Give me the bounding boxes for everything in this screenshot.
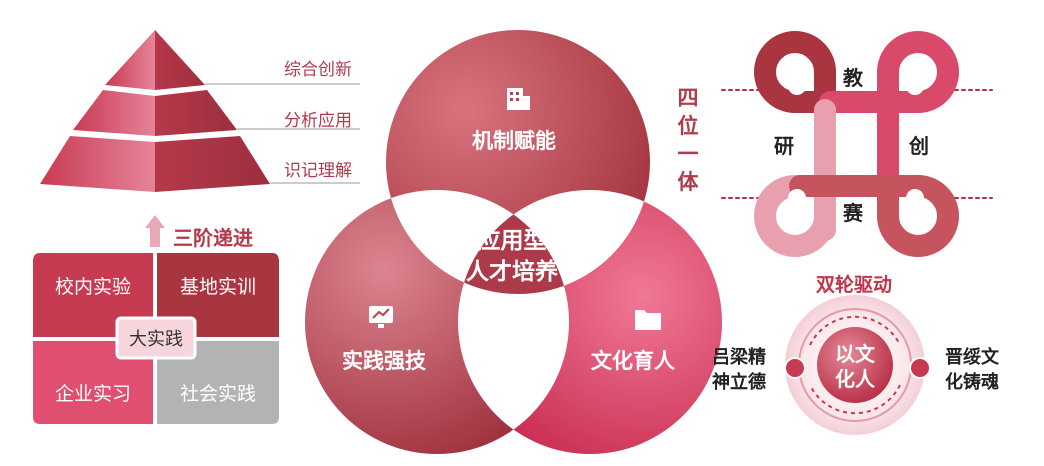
left-text-line2: 神立德 [712, 372, 766, 393]
right-text-line2: 化铸魂 [945, 372, 999, 393]
dual-wheel-left-text: 吕梁精 神立德 [712, 345, 766, 395]
venn-left-label: 实践强技 [342, 349, 426, 373]
dual-wheel-title: 双轮驱动 [816, 274, 893, 296]
four-char-4: 体 [677, 170, 699, 194]
four-in-one-title: 四 位 一 体 [676, 84, 700, 196]
dual-wheel-right-text: 晋绥文 化铸魂 [945, 345, 999, 395]
knot-research: 研 [774, 134, 794, 158]
venn-center-line2: 人才培养 [466, 259, 558, 285]
practice-center: 大实践 [129, 329, 183, 350]
practice-base-training: 基地实训 [179, 275, 256, 298]
venn-right-label: 文化育人 [591, 349, 675, 373]
wheel-center-line1: 以文 [835, 342, 875, 366]
four-in-one-knot [721, 31, 993, 257]
knot-compete: 赛 [843, 201, 863, 225]
building-icon [507, 88, 530, 110]
pyramid [40, 30, 360, 247]
knot-teach: 教 [843, 66, 863, 90]
venn-center-line1: 应用型 [477, 228, 547, 254]
practice-social: 社会实践 [179, 383, 256, 405]
knot-innovate: 创 [909, 134, 929, 158]
dual-wheel-center: 以文 化人 [825, 342, 885, 392]
venn-top-label: 机制赋能 [472, 129, 556, 153]
practice-enterprise-internship: 企业实习 [54, 383, 131, 405]
pyramid-level-top: 综合创新 [284, 60, 352, 80]
folder-icon [635, 310, 661, 330]
venn-center: 应用型 人才培养 [462, 226, 562, 288]
venn-diagram [305, 30, 722, 454]
three-step-label: 三阶递进 [173, 226, 253, 250]
pyramid-level-bottom: 识记理解 [284, 161, 352, 181]
wheel-center-line2: 化人 [835, 367, 875, 391]
dual-wheel [784, 295, 931, 435]
practice-grid [33, 253, 279, 424]
four-char-3: 一 [677, 142, 699, 166]
four-char-2: 位 [677, 114, 699, 138]
practice-campus-lab: 校内实验 [54, 275, 131, 298]
right-text-line1: 晋绥文 [945, 347, 999, 368]
left-text-line1: 吕梁精 [712, 347, 766, 368]
pyramid-level-middle: 分析应用 [284, 111, 352, 131]
four-char-1: 四 [677, 86, 699, 110]
monitor-chart-icon [369, 306, 393, 328]
